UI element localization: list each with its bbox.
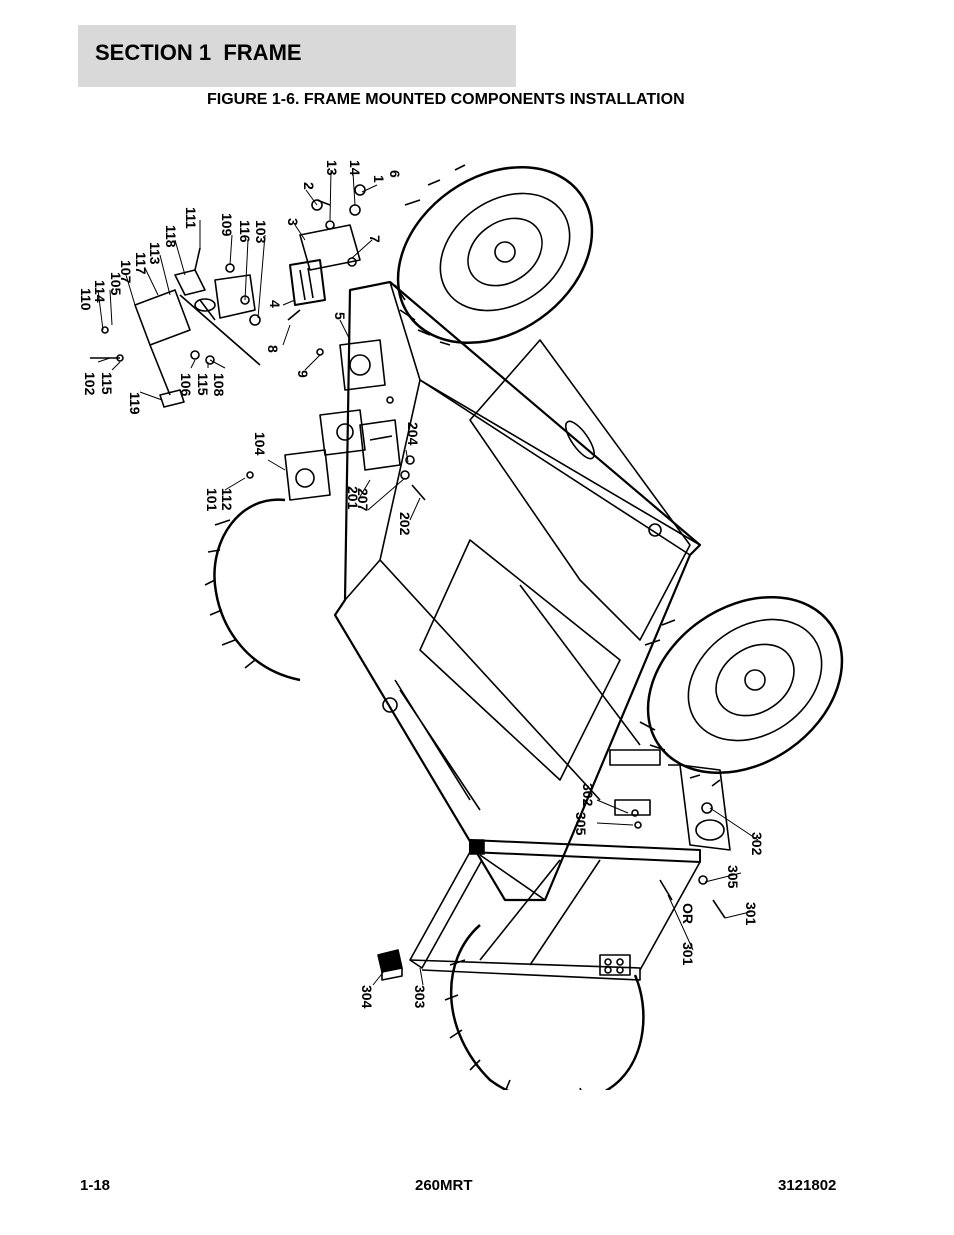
callout-103: 103 [253, 220, 269, 244]
leader-lines [97, 169, 759, 986]
callout-9: 9 [295, 370, 311, 378]
callout-112: 112 [219, 488, 235, 511]
callout-5: 5 [332, 312, 348, 320]
callout-13: 13 [324, 160, 340, 176]
section-header-band [78, 25, 516, 87]
cable-assembly-100 [90, 247, 261, 408]
callout-101: 101 [204, 488, 220, 512]
switch-assembly-200 [359, 396, 426, 501]
callout-201: 201 [345, 486, 361, 510]
callout-105: 105 [108, 272, 124, 296]
callout-or: OR [680, 903, 696, 924]
callout-302-right: 302 [749, 832, 765, 856]
callout-202: 202 [397, 512, 413, 536]
callout-116: 116 [237, 220, 253, 243]
diagram-artwork [90, 164, 844, 1090]
end-cap-304 [377, 949, 403, 981]
callout-115-left: 115 [99, 372, 115, 395]
callout-207: 207 [355, 488, 371, 512]
callout-6: 6 [387, 170, 403, 178]
callout-4: 4 [267, 300, 283, 308]
diagram-svg: 2 13 14 1 6 3 7 4 5 8 9 111 109 116 103 … [78, 160, 844, 1090]
callout-305-right: 305 [725, 865, 741, 889]
frame-body [333, 280, 702, 902]
model-name: 260MRT [415, 1177, 473, 1194]
callout-104: 104 [252, 432, 268, 456]
callout-301-lower: 301 [680, 942, 696, 966]
callout-304: 304 [359, 985, 375, 1009]
callout-118: 118 [163, 225, 179, 248]
callout-8: 8 [265, 345, 281, 353]
callout-110: 110 [78, 288, 94, 311]
callout-302-upper: 302 [580, 783, 596, 807]
callout-114: 114 [92, 280, 108, 303]
callout-labels: 2 13 14 1 6 3 7 4 5 8 9 111 109 116 103 … [78, 160, 765, 1009]
wheel-right [639, 595, 844, 787]
callout-1: 1 [371, 175, 387, 183]
callout-109: 109 [219, 213, 235, 237]
figure-title: FIGURE 1-6. FRAME MOUNTED COMPONENTS INS… [207, 91, 685, 108]
callout-108: 108 [211, 373, 227, 397]
wheel-lower [444, 924, 645, 1090]
callout-106: 106 [178, 373, 194, 397]
callout-117: 117 [133, 252, 149, 275]
callout-107: 107 [118, 260, 134, 284]
callout-113: 113 [147, 242, 163, 265]
hitch-bracket [631, 764, 731, 919]
page-number: 1-18 [80, 1177, 111, 1194]
document-number: 3121802 [778, 1177, 837, 1194]
valve-assembly [287, 184, 366, 356]
callout-2: 2 [301, 182, 317, 190]
rear-bumper-303 [409, 839, 701, 981]
callout-301-right: 301 [743, 902, 759, 926]
mounting-plates [246, 339, 386, 501]
wheel-left [204, 498, 301, 682]
callout-303: 303 [412, 985, 428, 1009]
section-title: SECTION 1 FRAME [95, 40, 302, 65]
callout-305-upper: 305 [573, 812, 589, 836]
callout-119: 119 [127, 392, 143, 415]
callout-3: 3 [285, 218, 301, 226]
callout-111: 111 [183, 207, 199, 229]
callout-7: 7 [367, 235, 383, 243]
callout-115-right: 115 [195, 373, 211, 396]
frame-components-diagram: 2 13 14 1 6 3 7 4 5 8 9 111 109 116 103 … [60, 140, 900, 1090]
callout-204: 204 [405, 422, 421, 446]
callout-14: 14 [347, 160, 363, 176]
callout-102: 102 [82, 372, 98, 396]
